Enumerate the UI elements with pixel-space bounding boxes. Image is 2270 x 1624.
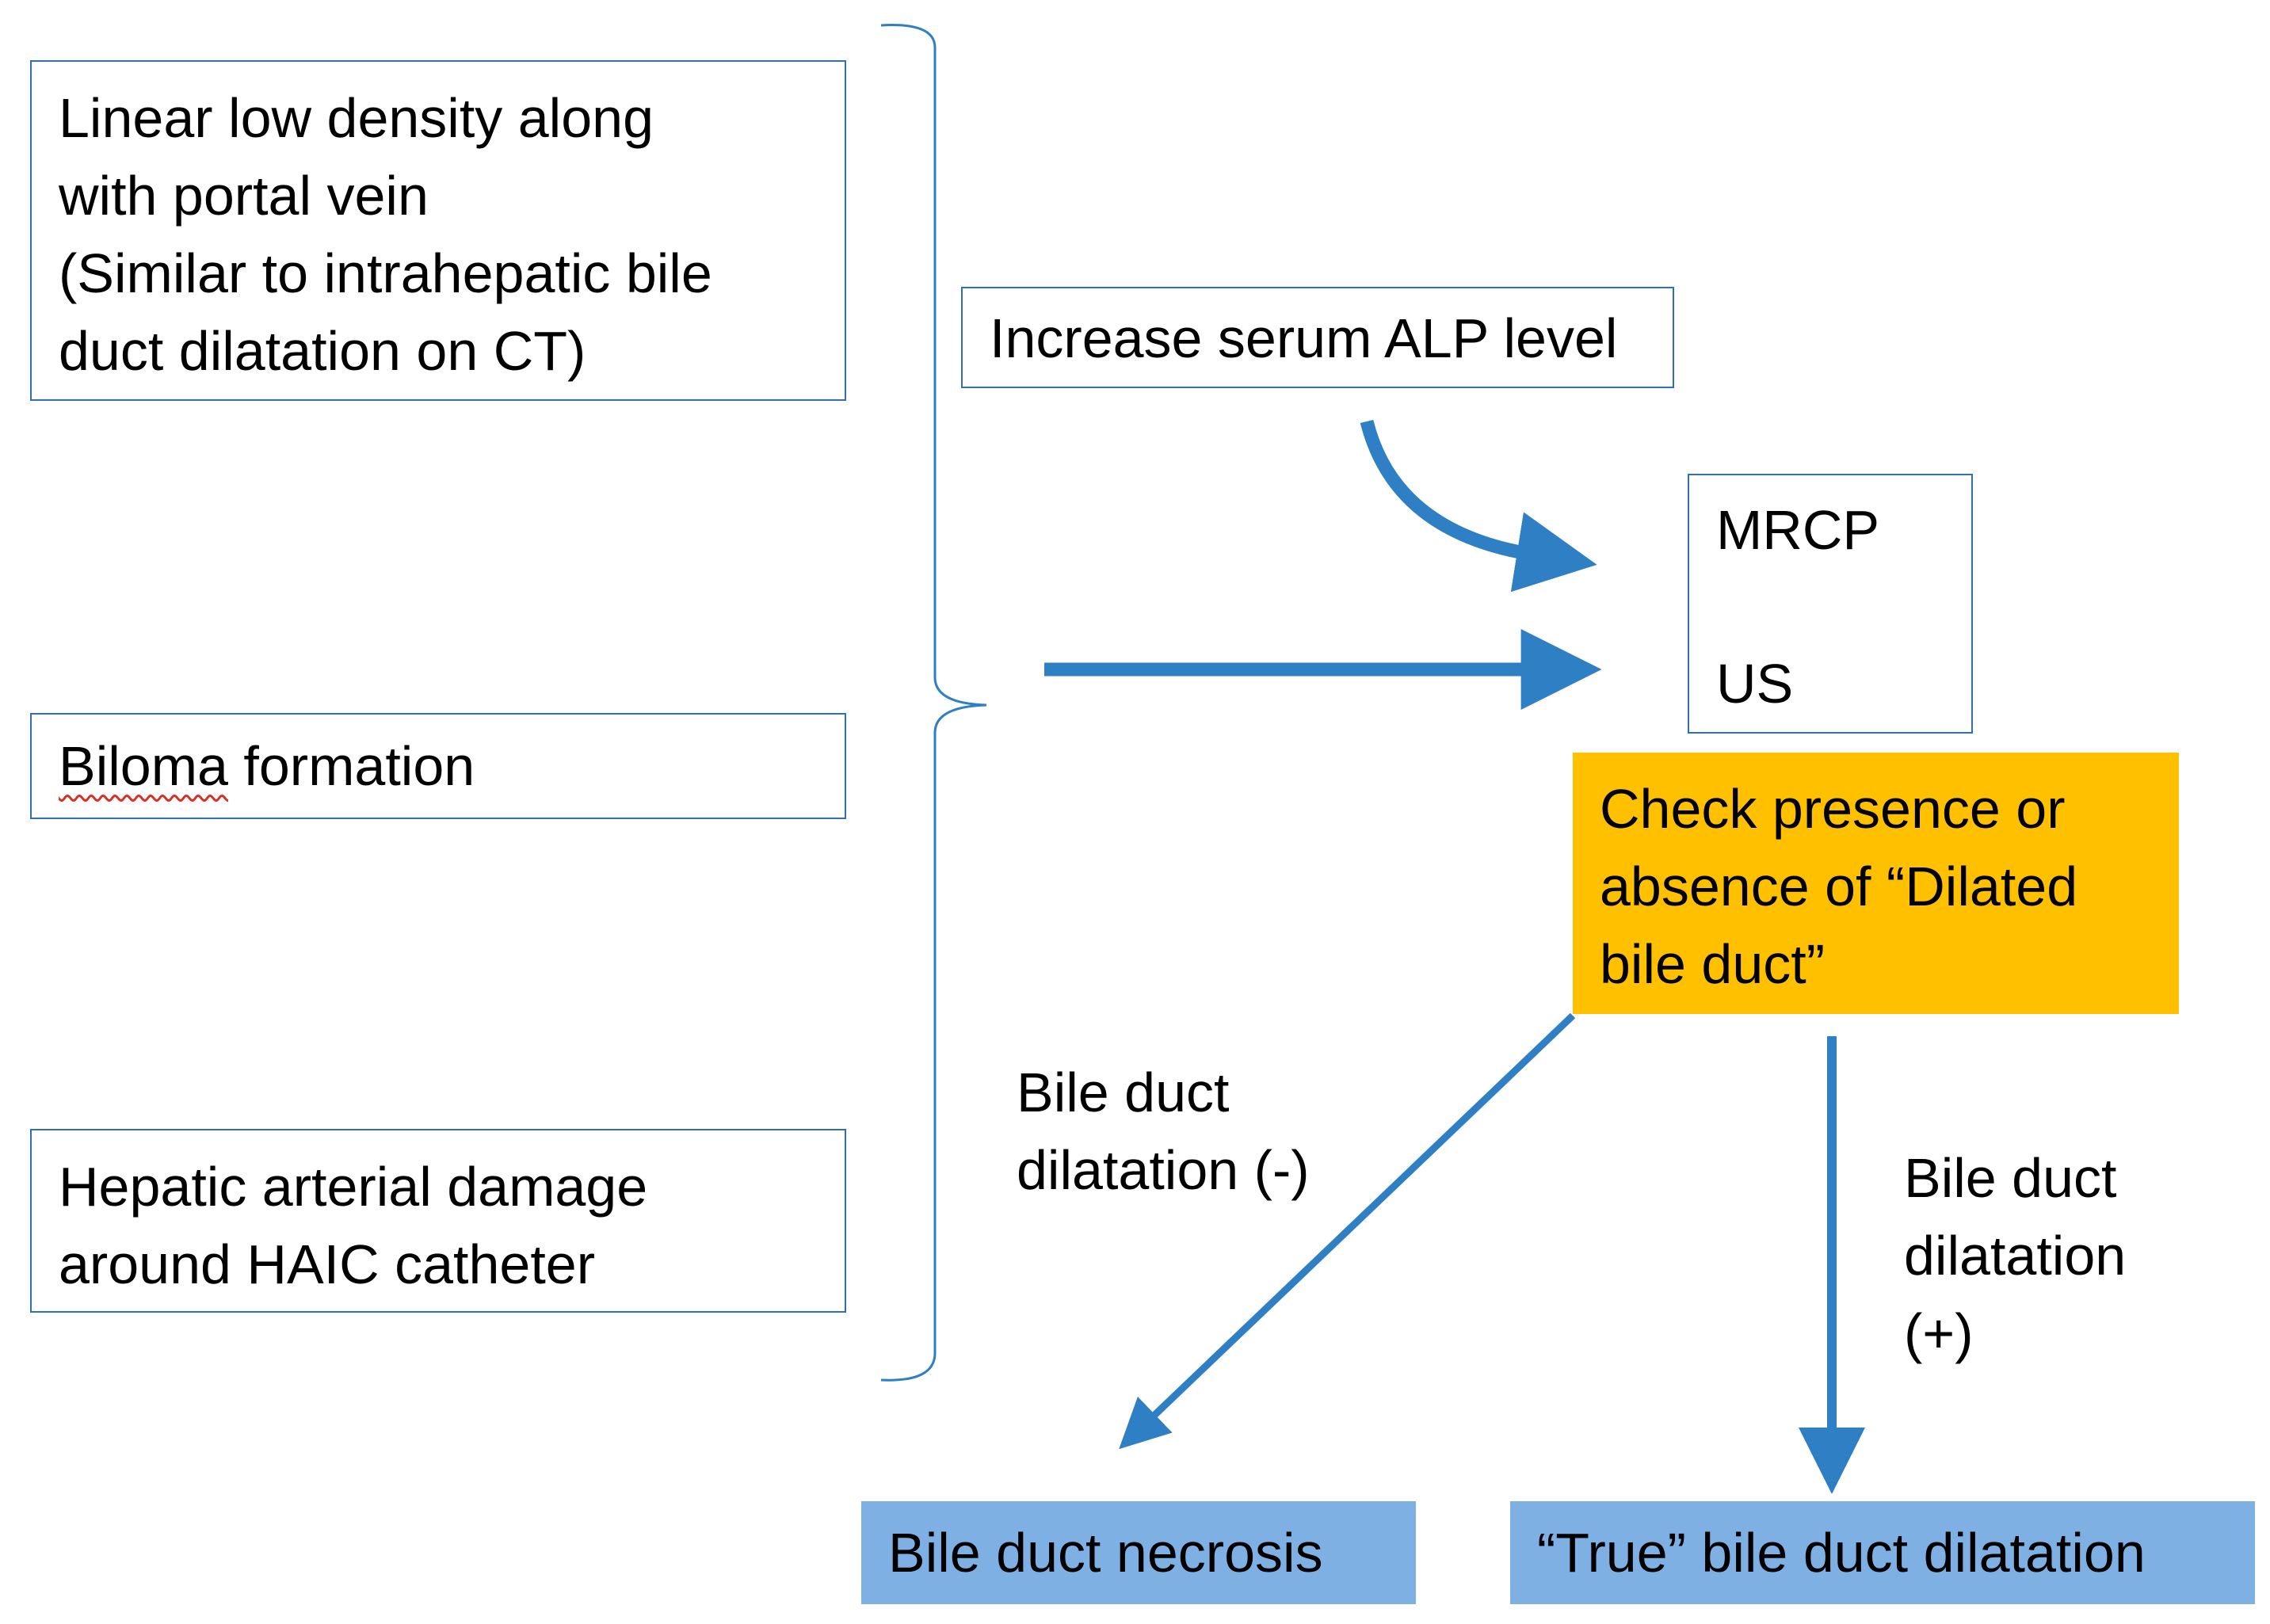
true-dilatation-box: “True” bile duct dilatation: [1510, 1501, 2255, 1604]
label-line: Bile duct: [1904, 1147, 2117, 1209]
box-text-line: Linear low density along: [59, 87, 654, 149]
box-text-line: “True” bile duct dilatation: [1537, 1522, 2146, 1584]
box-text-line: Increase serum ALP level: [990, 307, 1618, 369]
spellcheck-word: Biloma: [59, 735, 228, 797]
label-line: dilatation: [1904, 1225, 2127, 1287]
box-text-line: bile duct”: [1600, 933, 1826, 995]
box-text-line: Biloma formation: [59, 727, 818, 805]
box-text-line: around HAIC catheter: [59, 1233, 596, 1295]
box-text-line: duct dilatation on CT): [59, 320, 586, 382]
negative-branch-label: Bile duct dilatation (-): [1017, 1054, 1310, 1209]
mrcp-label: MRCP: [1716, 499, 1880, 561]
hepatic-arterial-damage-box: Hepatic arterial damage around HAIC cath…: [30, 1129, 846, 1313]
box-text-line: Check presence or: [1600, 778, 2066, 840]
box-text-line: with portal vein: [59, 165, 429, 227]
label-line: dilatation (-): [1017, 1139, 1310, 1201]
check-dilated-duct-box: Check presence or absence of “Dilated bi…: [1573, 753, 2179, 1014]
linear-low-density-box: Linear low density along with portal vei…: [30, 60, 846, 401]
bile-duct-necrosis-box: Bile duct necrosis: [861, 1501, 1416, 1604]
grouping-brace: [880, 24, 987, 1382]
box-text-line: Bile duct necrosis: [888, 1522, 1323, 1584]
negative-branch-arrow: [1119, 1012, 1576, 1450]
biloma-formation-box: Biloma formation: [30, 713, 846, 819]
positive-branch-label: Bile duct dilatation (+): [1904, 1139, 2126, 1372]
spacer: [1716, 569, 1944, 645]
label-line: Bile duct: [1017, 1062, 1230, 1123]
box-text-line: (Similar to intrahepatic bile: [59, 242, 712, 304]
imaging-box: MRCP US: [1688, 474, 1973, 734]
alp-to-imaging-arrow: [1360, 419, 1597, 593]
us-label: US: [1716, 653, 1794, 715]
box-text-rest: formation: [227, 735, 475, 797]
box-text-line: Hepatic arterial damage: [59, 1156, 648, 1218]
box-text-line: absence of “Dilated: [1600, 856, 2078, 917]
label-line: (+): [1904, 1302, 1974, 1364]
serum-alp-box: Increase serum ALP level: [961, 287, 1674, 388]
